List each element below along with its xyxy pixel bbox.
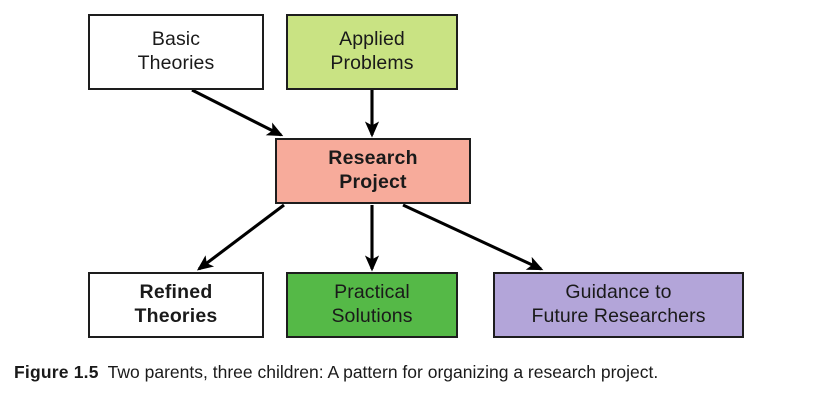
node-refined-theories-label: Refined Theories — [134, 281, 218, 327]
node-research-project: Research Project — [275, 138, 471, 204]
edge-research-to-refined — [196, 203, 285, 271]
edge-research-to-guidance — [402, 203, 544, 271]
flowchart-diagram: Basic Theories Applied Problems Research… — [88, 14, 744, 338]
figure-caption: Figure 1.5 Two parents, three children: A… — [14, 361, 814, 385]
node-guidance-future-researchers: Guidance to Future Researchers — [493, 272, 744, 338]
node-applied-problems-label: Applied Problems — [330, 28, 414, 74]
node-basic-theories: Basic Theories — [88, 14, 264, 90]
node-applied-problems: Applied Problems — [286, 14, 458, 90]
node-practical-solutions-label: Practical Solutions — [331, 281, 413, 327]
node-guidance-future-researchers-label: Guidance to Future Researchers — [531, 281, 706, 327]
node-refined-theories: Refined Theories — [88, 272, 264, 338]
figure-caption-text: Two parents, three children: A pattern f… — [107, 362, 659, 382]
node-basic-theories-label: Basic Theories — [137, 28, 215, 74]
figure-caption-prefix: Figure 1.5 — [14, 362, 99, 382]
node-research-project-label: Research Project — [328, 147, 418, 193]
edge-basic-to-research — [191, 88, 284, 137]
node-practical-solutions: Practical Solutions — [286, 272, 458, 338]
